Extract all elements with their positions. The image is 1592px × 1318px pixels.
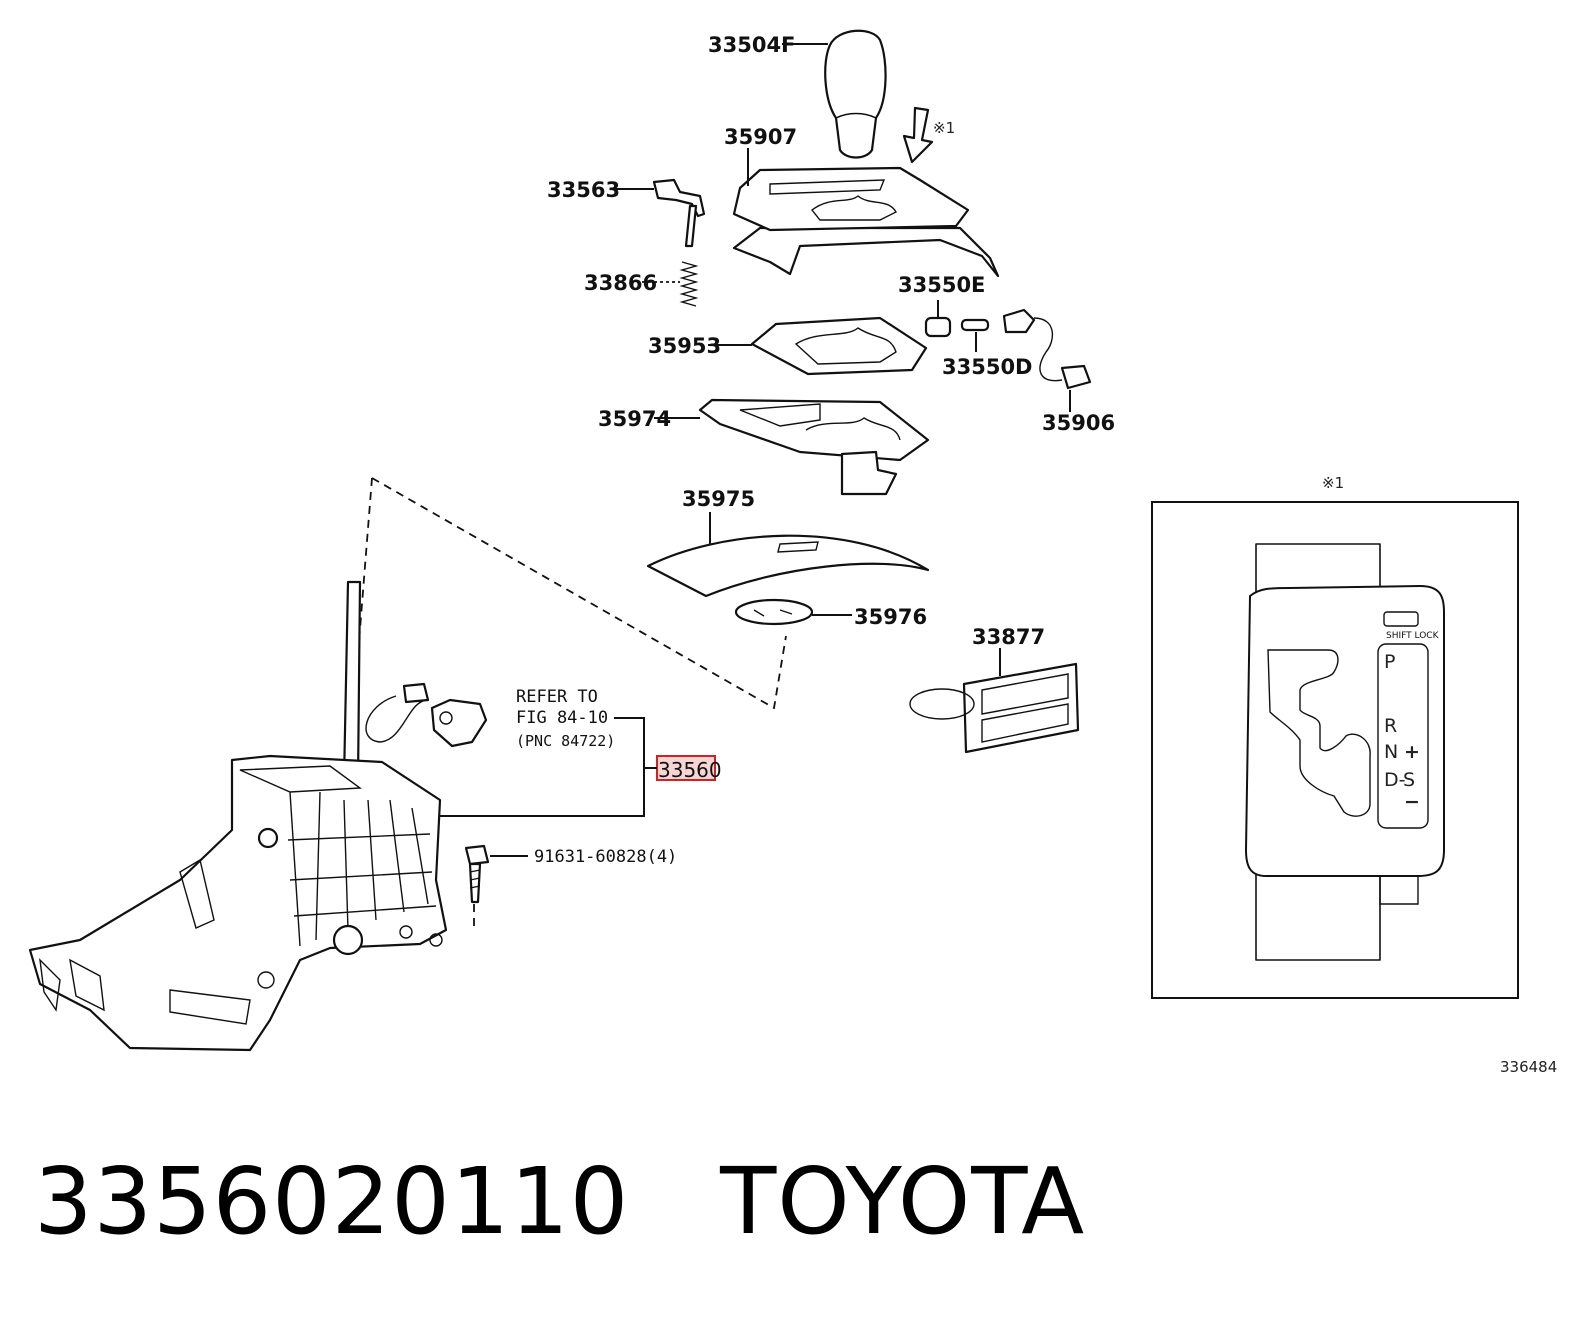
gear-d: D- <box>1384 769 1406 791</box>
label-cover-plate: 35976 <box>854 605 927 629</box>
bulb <box>960 308 1036 334</box>
footer-brand: TOYOTA <box>720 1148 1086 1255</box>
label-cover: 35975 <box>682 487 755 511</box>
arrow-marker: ※1 <box>933 119 955 137</box>
bolt <box>464 844 490 904</box>
plate <box>750 316 928 376</box>
footer-title: 3356020110 TOYOTA <box>34 1148 1085 1255</box>
switch-connector <box>652 178 706 248</box>
figure-number: 336484 <box>1500 1058 1557 1076</box>
refer-line-1: REFER TO <box>516 687 598 707</box>
spring <box>679 261 699 307</box>
indicator-housing <box>732 166 1000 278</box>
label-switch-connector: 33563 <box>547 178 620 202</box>
gear-n: N <box>1384 741 1398 763</box>
cover <box>646 534 930 598</box>
label-spring: 33866 <box>584 271 657 295</box>
cover-plate <box>734 598 814 626</box>
label-wire-harness: 35906 <box>1042 411 1115 435</box>
refer-line-3: (PNC 84722) <box>516 732 615 750</box>
gear-p: P <box>1384 651 1395 673</box>
label-plate <box>909 662 1080 754</box>
gear-plus: + <box>1404 741 1420 763</box>
label-bulb: 33550D <box>942 355 1033 379</box>
label-shift-lever-assy: 33560 <box>658 758 722 782</box>
bulb-holder-cap <box>924 316 952 338</box>
shift-knob <box>824 29 887 159</box>
gate-panel <box>1245 543 1445 961</box>
refer-line-2: FIG 84-10 <box>516 708 608 728</box>
gear-r: R <box>1384 715 1397 737</box>
wire-harness <box>1033 317 1092 390</box>
label-bulb-holder-cap: 33550E <box>898 273 985 297</box>
shift-lock-label: SHIFT LOCK <box>1386 631 1440 641</box>
slide-plate <box>698 398 930 496</box>
lever-harness <box>365 682 488 748</box>
view-arrow <box>902 106 934 164</box>
footer-part-number: 3356020110 <box>34 1148 630 1255</box>
gear-minus: − <box>1404 791 1420 813</box>
label-slide-plate: 35974 <box>598 407 671 431</box>
shift-lever-assembly <box>28 580 448 1052</box>
gear-s: S <box>1403 769 1415 791</box>
label-label-plate: 33877 <box>972 625 1045 649</box>
detail-marker: ※1 <box>1322 474 1344 492</box>
label-indicator-housing: 35907 <box>724 125 797 149</box>
label-plate: 35953 <box>648 334 721 358</box>
label-bolt: 91631-60828(4) <box>534 847 677 867</box>
label-knob: 33504F <box>708 33 795 57</box>
